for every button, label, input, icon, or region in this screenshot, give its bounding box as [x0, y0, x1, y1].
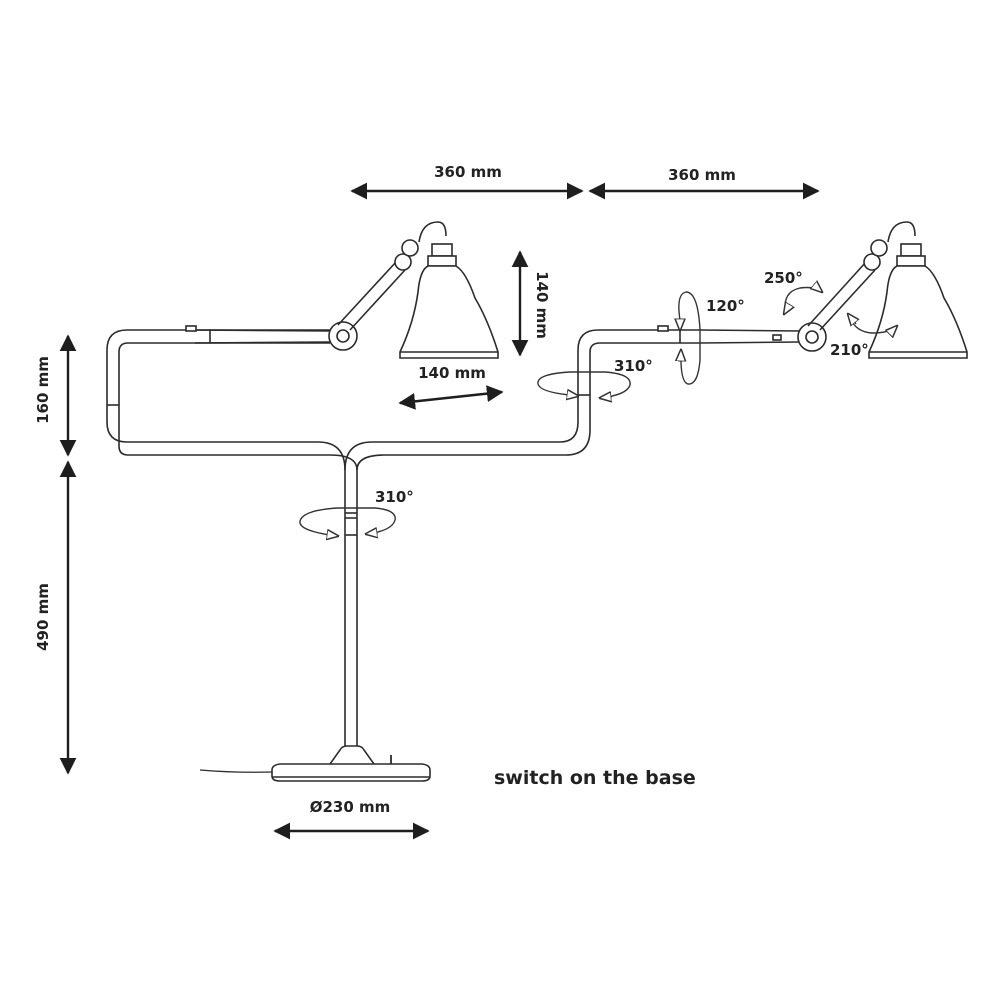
right-arm-inner: [356, 342, 700, 471]
shade-width-arrow: [398, 385, 504, 410]
dimension-arrows: [59, 182, 820, 840]
labels: 360 mm 360 mm 140 mm 140 mm 160 mm 490 m…: [34, 163, 869, 816]
arm-left-width-label: 360 mm: [434, 163, 502, 181]
main-arm-outer: [106, 329, 346, 471]
shade-height-label: 140 mm: [533, 271, 551, 339]
left-shade: [399, 221, 499, 359]
arm-right-width-label: 360 mm: [668, 166, 736, 184]
right-arm-rotation-arc: [537, 371, 631, 398]
upper-height-label: 160 mm: [34, 356, 52, 424]
left-rod: [185, 239, 419, 351]
shade-tilt-top-label: 250°: [764, 269, 803, 287]
switch-note: switch on the base: [494, 767, 696, 789]
shade-tilt-top-arc: [784, 288, 822, 313]
rotation-indicators: [299, 288, 897, 537]
vertical-tilt-label: 120°: [706, 297, 745, 315]
vertical-tilt-arc: [679, 291, 701, 385]
base-rotation-arc: [299, 507, 396, 535]
base-diameter-label: Ø230 mm: [310, 798, 391, 816]
stem-height-label: 490 mm: [34, 583, 52, 651]
right-rod: [657, 239, 888, 352]
base-rotation-label: 310°: [375, 488, 414, 506]
shade-tilt-bottom-label: 210°: [830, 341, 869, 359]
right-arm-outer: [344, 329, 700, 471]
right-arm-rotation-label: 310°: [614, 357, 653, 375]
shade-width-label: 140 mm: [418, 364, 486, 382]
stem: [344, 470, 358, 746]
main-arm-inner: [118, 342, 358, 471]
base: [199, 745, 431, 782]
